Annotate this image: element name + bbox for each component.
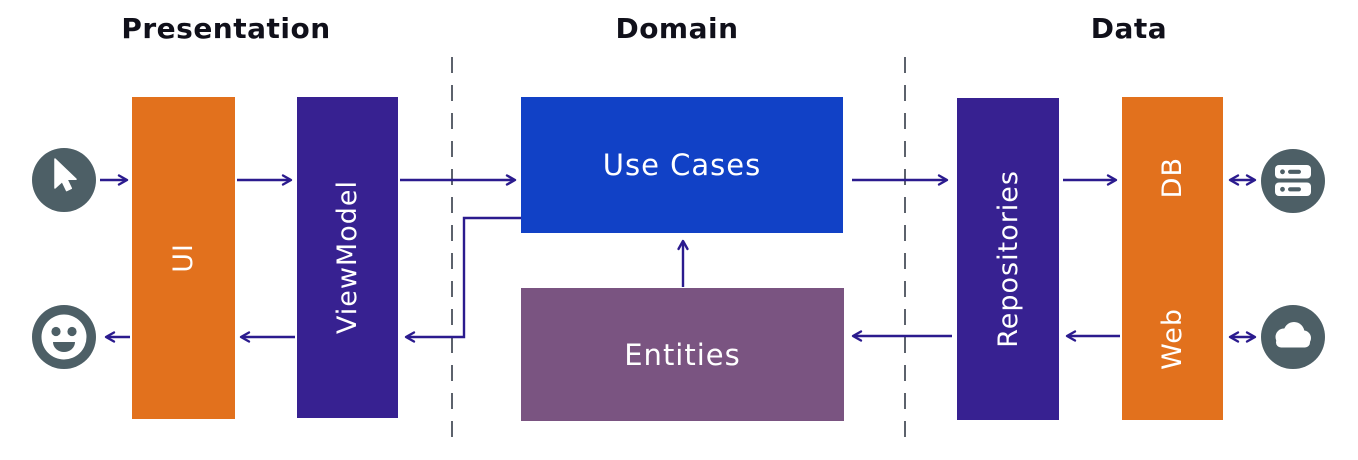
arrow-usecases-to-viewmodel-elbow (404, 216, 521, 343)
box-entities-label: Entities (624, 337, 741, 372)
data-source-db: DB (1157, 97, 1188, 259)
layer-title-presentation: Presentation (121, 12, 331, 45)
box-db-label: DB (1157, 157, 1188, 199)
box-use-cases-label: Use Cases (602, 148, 762, 182)
cursor-icon (32, 148, 96, 212)
box-ui: UI (132, 97, 235, 419)
cloud-icon (1261, 305, 1325, 369)
box-web-label: Web (1157, 308, 1188, 371)
layer-title-data: Data (1090, 12, 1168, 45)
box-repositories-label: Repositories (992, 170, 1024, 348)
smiley-icon (32, 305, 96, 369)
box-repositories: Repositories (957, 98, 1059, 420)
box-ui-label: UI (168, 243, 199, 273)
box-viewmodel: ViewModel (297, 97, 398, 418)
layer-title-domain: Domain (615, 12, 739, 45)
box-use-cases: Use Cases (521, 97, 843, 233)
box-data-sources: DB Web (1122, 97, 1223, 420)
box-viewmodel-label: ViewModel (332, 180, 363, 335)
data-source-web: Web (1157, 259, 1188, 421)
server-icon (1261, 149, 1325, 213)
box-entities: Entities (521, 288, 844, 421)
